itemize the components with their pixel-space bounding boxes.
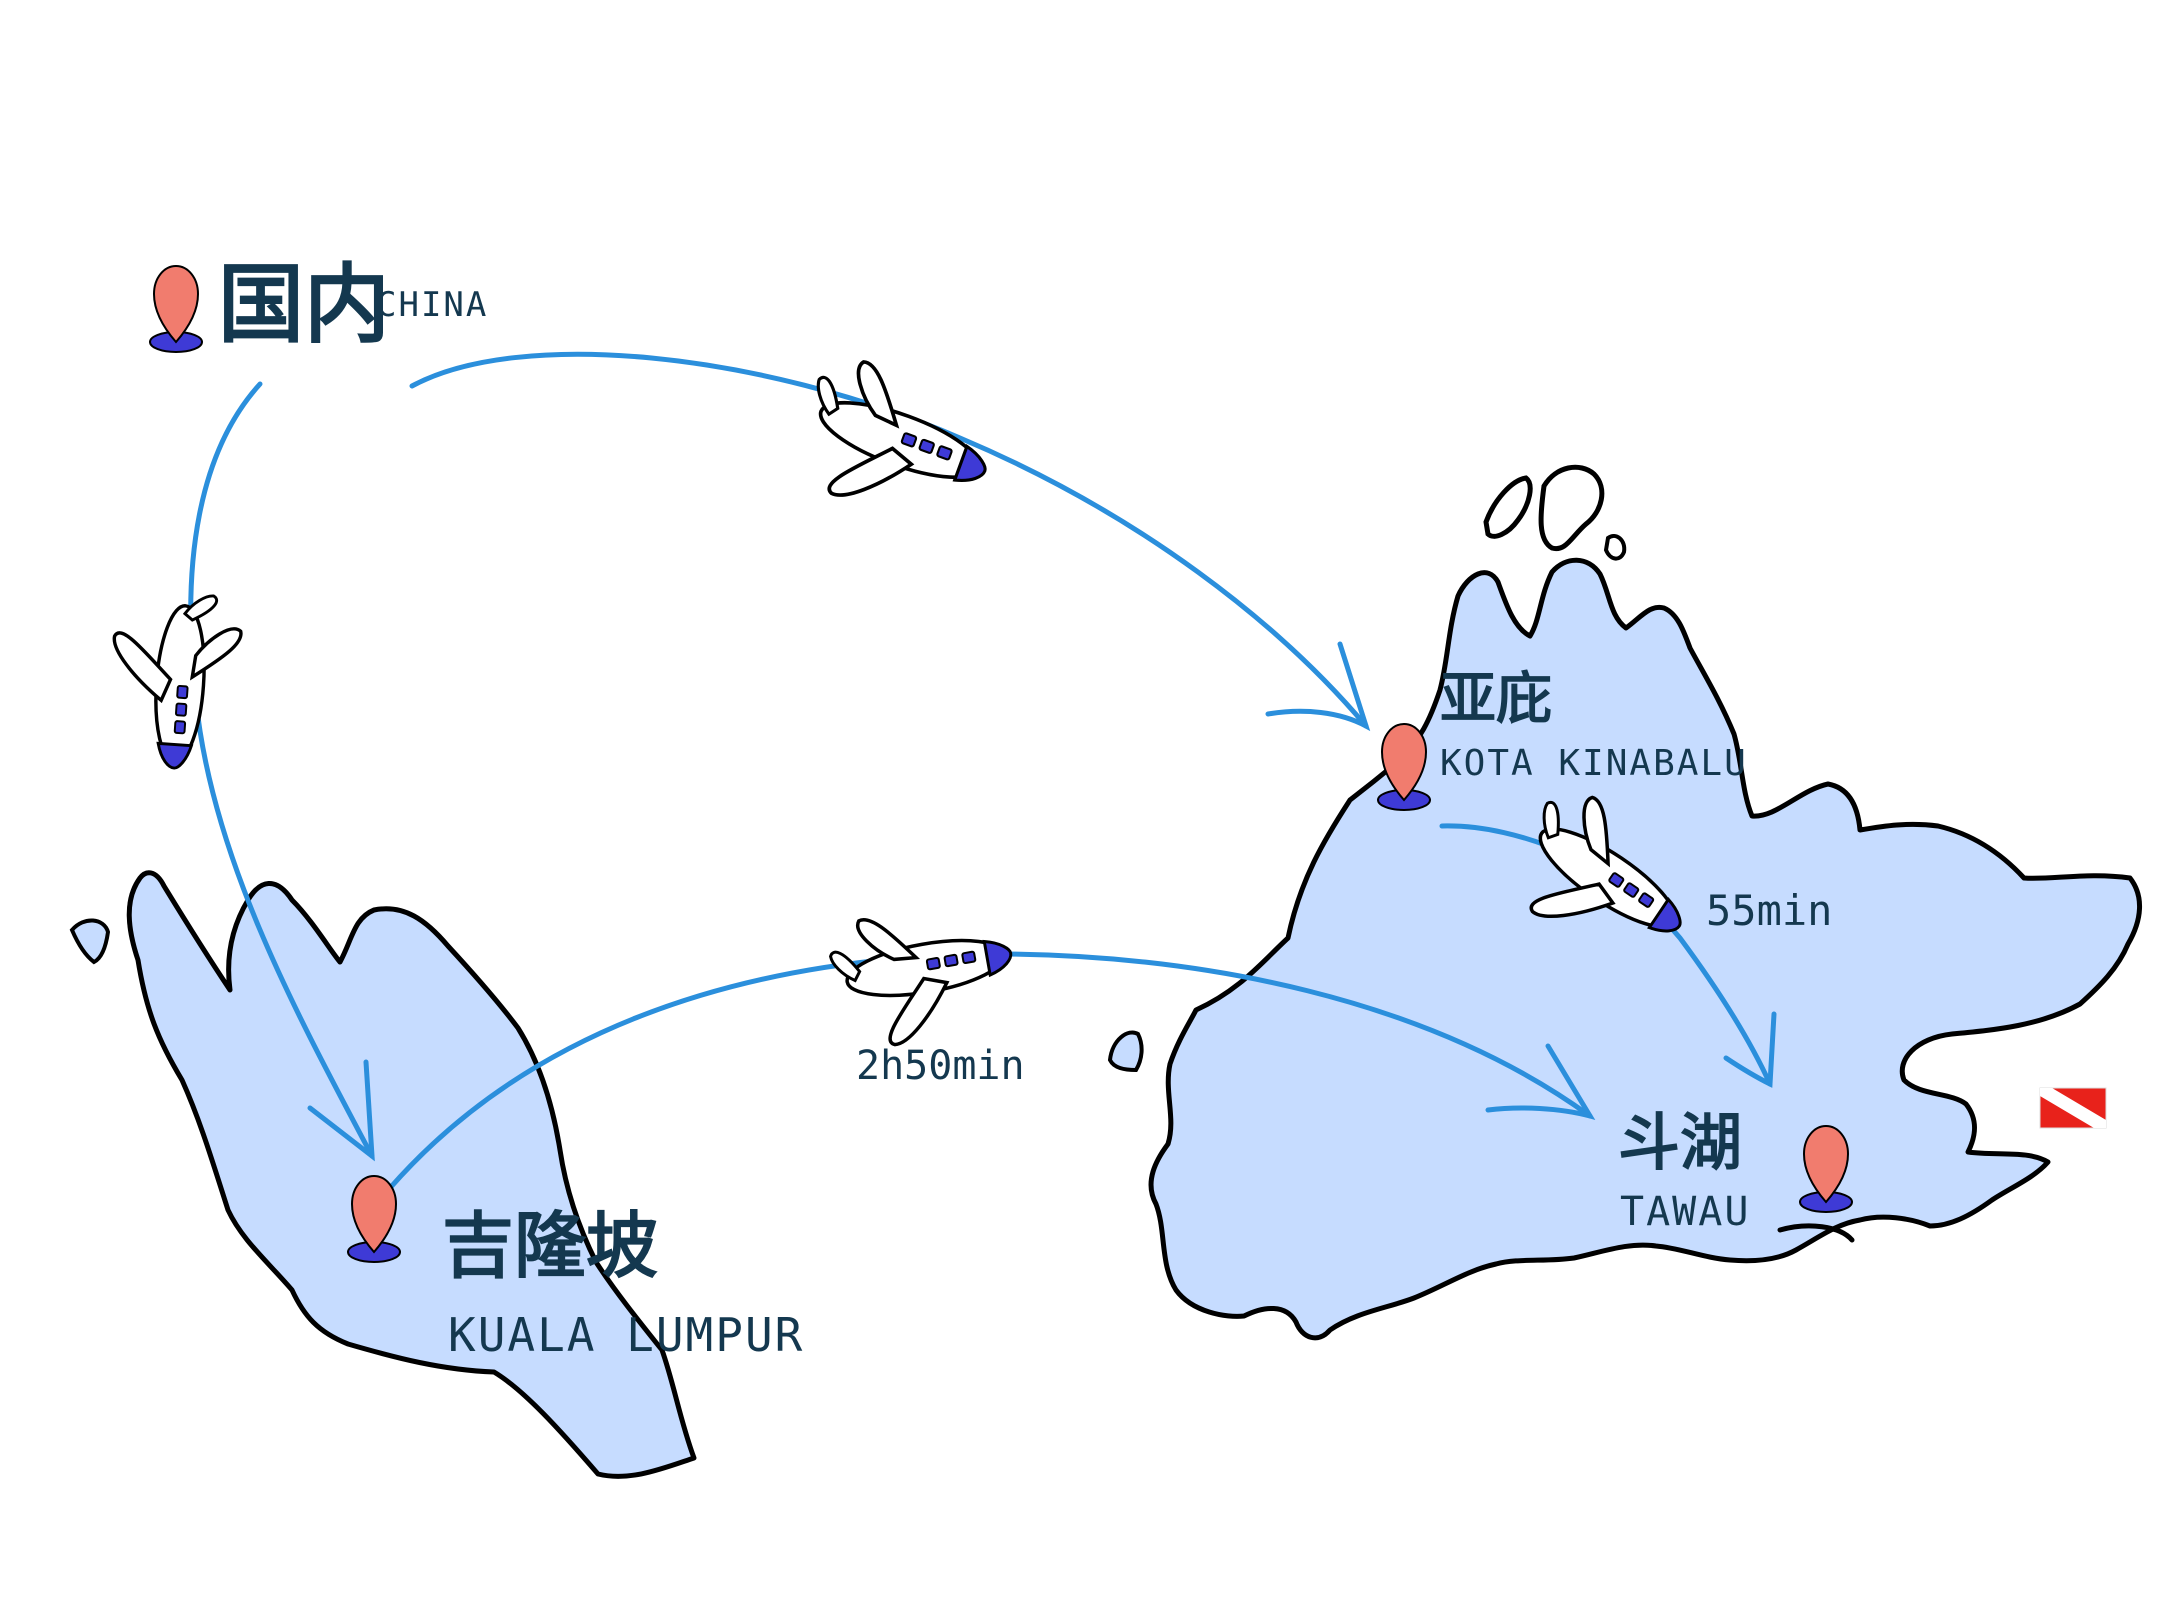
island-west <box>69 918 111 965</box>
location-pin-icon <box>347 1175 401 1263</box>
place-label-tawau-en: TAWAU <box>1620 1189 1751 1235</box>
route-china-to-kk <box>409 351 1371 732</box>
place-label-kk-zh: 亚庇 <box>1440 667 1552 732</box>
island-north-1 <box>1483 475 1533 539</box>
island-north-3 <box>1603 533 1627 561</box>
peninsular-malaysia-land <box>126 870 697 1479</box>
flight-duration-kk-tawau: 55min <box>1706 886 1833 935</box>
place-label-kk-en: KOTA KINABALU <box>1440 743 1748 784</box>
location-pin-icon <box>1377 723 1431 811</box>
place-label-kl-zh: 吉隆坡 <box>442 1204 659 1288</box>
place-label-kl-en: KUALA LUMPUR <box>448 1308 805 1362</box>
route-kk-to-tawau <box>1439 823 1777 1088</box>
location-pin-icon <box>149 265 203 353</box>
place-label-china-en: CHINA <box>376 285 489 325</box>
airplane-icon <box>823 893 1025 1055</box>
island-west-sabah <box>1107 1030 1144 1073</box>
sabah-land <box>1148 557 2143 1341</box>
airplane-icon <box>103 587 246 774</box>
place-label-china-zh: 国内 <box>218 255 390 355</box>
island-north-2 <box>1538 464 1605 552</box>
dive-flag-icon <box>2039 1087 2107 1129</box>
place-label-tawau-zh: 斗湖 <box>1618 1106 1743 1179</box>
flight-duration-kl-tawau: 2h50min <box>856 1043 1025 1089</box>
tawau-coast-inlet <box>1777 1223 1855 1243</box>
location-pin-icon <box>1799 1125 1853 1213</box>
